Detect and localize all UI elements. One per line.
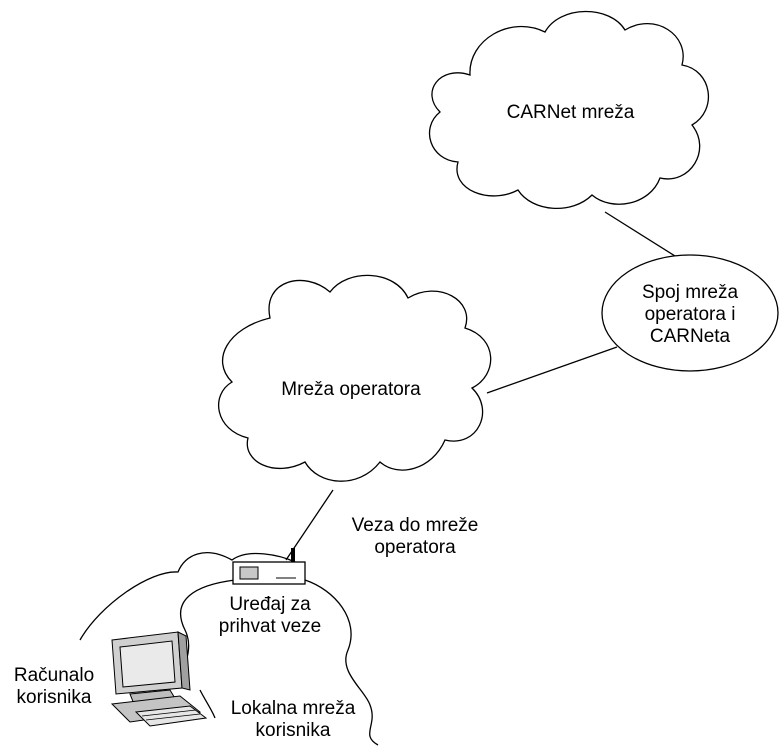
operator-interconnect-link xyxy=(486,346,618,394)
local-network-boundary-inner xyxy=(304,579,379,746)
interconnect-label: Spoj mreža operatora i CARNeta xyxy=(641,282,739,347)
interconnect-ellipse xyxy=(601,254,779,372)
carnet-interconnect-link xyxy=(604,211,676,257)
computer-icon xyxy=(110,631,208,727)
user-computer-label: Računalo korisnika xyxy=(13,665,95,708)
router-icon xyxy=(232,548,306,585)
access-device-label: Uređaj za prihvat veze xyxy=(218,594,322,637)
local-network-boundary-right xyxy=(199,689,216,719)
operator-cloud-label: Mreža operatora xyxy=(281,379,421,400)
carnet-cloud-label: CARNet mreža xyxy=(506,102,635,123)
local-network-label: Lokalna mreža korisnika xyxy=(230,698,356,741)
carnet-cloud-shape xyxy=(428,10,710,209)
operator-link-label: Veza do mreže operatora xyxy=(351,515,479,558)
operator-cloud-shape xyxy=(217,274,492,482)
local-network-boundary xyxy=(79,552,296,641)
